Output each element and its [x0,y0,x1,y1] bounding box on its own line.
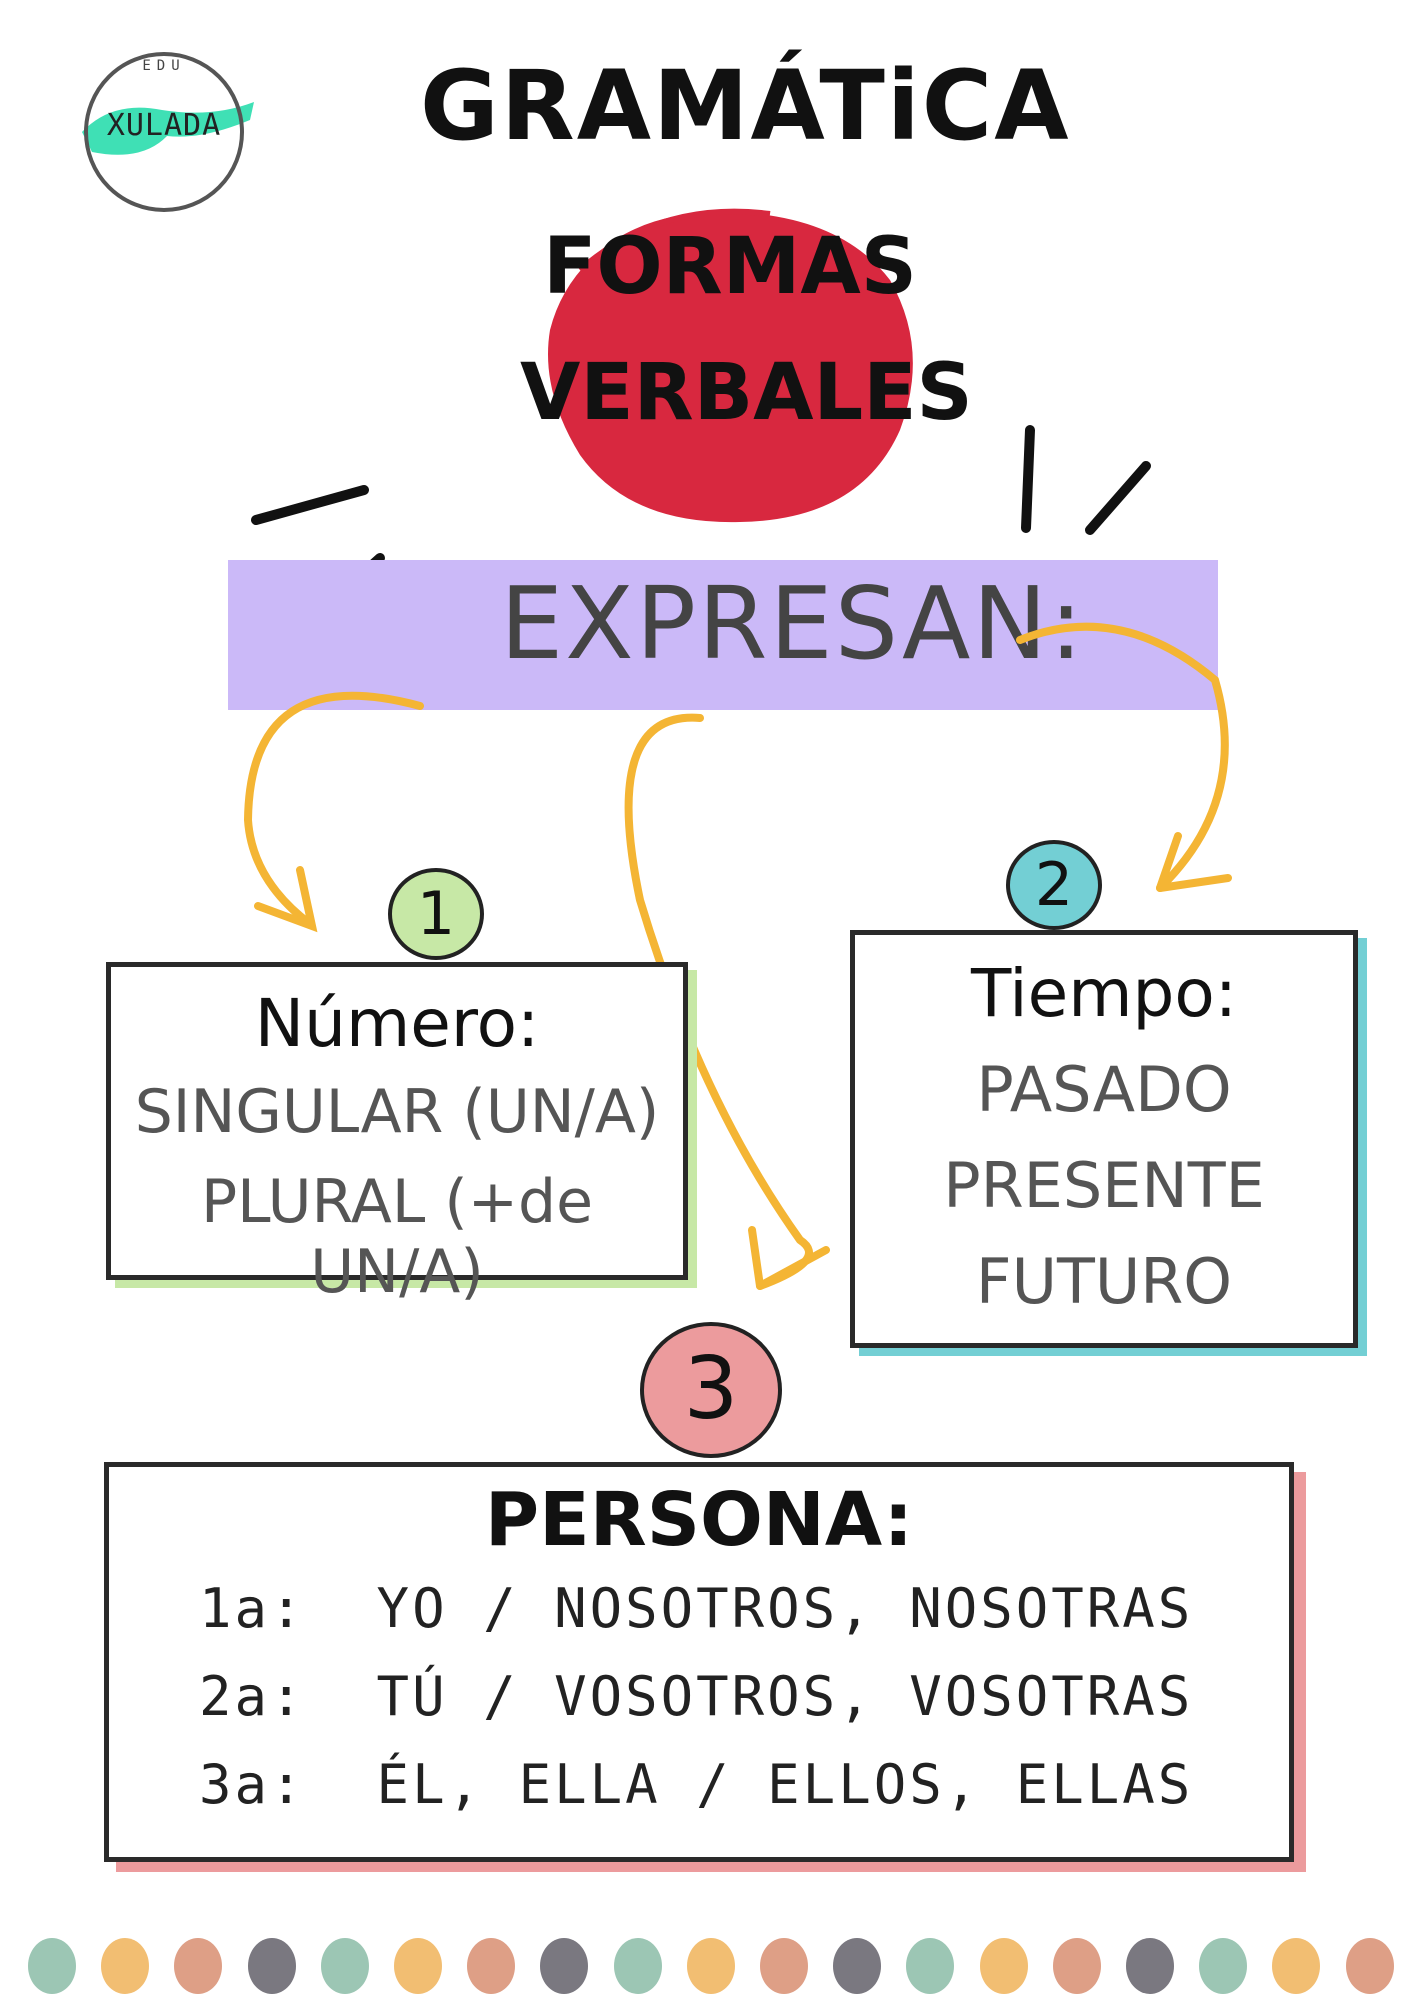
persona-box: PERSONA: 1a: YO / NOSOTROS, NOSOTRAS 2a:… [104,1462,1294,1862]
decorative-dot [540,1938,588,1994]
arrow-to-numero-head [254,866,318,933]
badge-number-3: 3 [640,1322,782,1458]
badge-number-2: 2 [1006,840,1102,930]
numero-box: Número: SINGULAR (UN/A) PLURAL (+de UN/A… [106,962,688,1307]
numero-singular: SINGULAR (UN/A) [134,1077,660,1147]
decorative-dot [833,1938,881,1994]
decorative-dot [321,1938,369,1994]
topic-line-1: FORMAS [543,222,917,312]
badge-number-1: 1 [388,868,484,960]
arrow-to-tiempo-head [1156,832,1232,892]
decorative-dot [101,1938,149,1994]
brand-logo: EDU XULADA [82,52,254,212]
tiempo-heading: Tiempo: [970,955,1238,1032]
logo-edu-text: EDU [142,58,186,74]
expresan-label: EXPRESAN: [500,565,1085,682]
decorative-dot [1126,1938,1174,1994]
topic-blob [548,208,913,523]
decorative-dot [614,1938,662,1994]
decorative-dot [174,1938,222,1994]
tiempo-box: Tiempo: PASADO PRESENTE FUTURO [850,930,1358,1348]
tiempo-futuro: FUTURO [975,1245,1233,1318]
decorative-dot [1053,1938,1101,1994]
decorative-dot [687,1938,735,1994]
topic-line-2: VERBALES [520,348,973,438]
persona-first: 1a: YO / NOSOTROS, NOSOTRAS [199,1577,1194,1640]
decorative-dot-row [28,1938,1394,1994]
decorative-dot [1346,1938,1394,1994]
decorative-dot [28,1938,76,1994]
page-title: GRAMÁTiCA [420,50,1071,162]
decorative-dot [906,1938,954,1994]
numero-heading: Número: [254,985,540,1062]
decorative-dot [467,1938,515,1994]
tiempo-pasado: PASADO [976,1053,1232,1126]
decorative-dot [248,1938,296,1994]
tiempo-presente: PRESENTE [943,1149,1265,1222]
persona-heading: PERSONA: [484,1477,914,1563]
logo-ring [84,52,244,212]
persona-third: 3a: ÉL, ELLA / ELLOS, ELLAS [199,1753,1194,1816]
decorative-dot [1199,1938,1247,1994]
decorative-dot [1272,1938,1320,1994]
arrow-to-persona-head [748,1226,830,1290]
numero-plural: PLURAL (+de UN/A) [200,1167,594,1307]
persona-second: 2a: TÚ / VOSOTROS, VOSOTRAS [199,1665,1194,1728]
decorative-dot [980,1938,1028,1994]
decorative-dot [394,1938,442,1994]
decorative-dot [760,1938,808,1994]
logo-wordmark: XULADA [106,108,222,143]
